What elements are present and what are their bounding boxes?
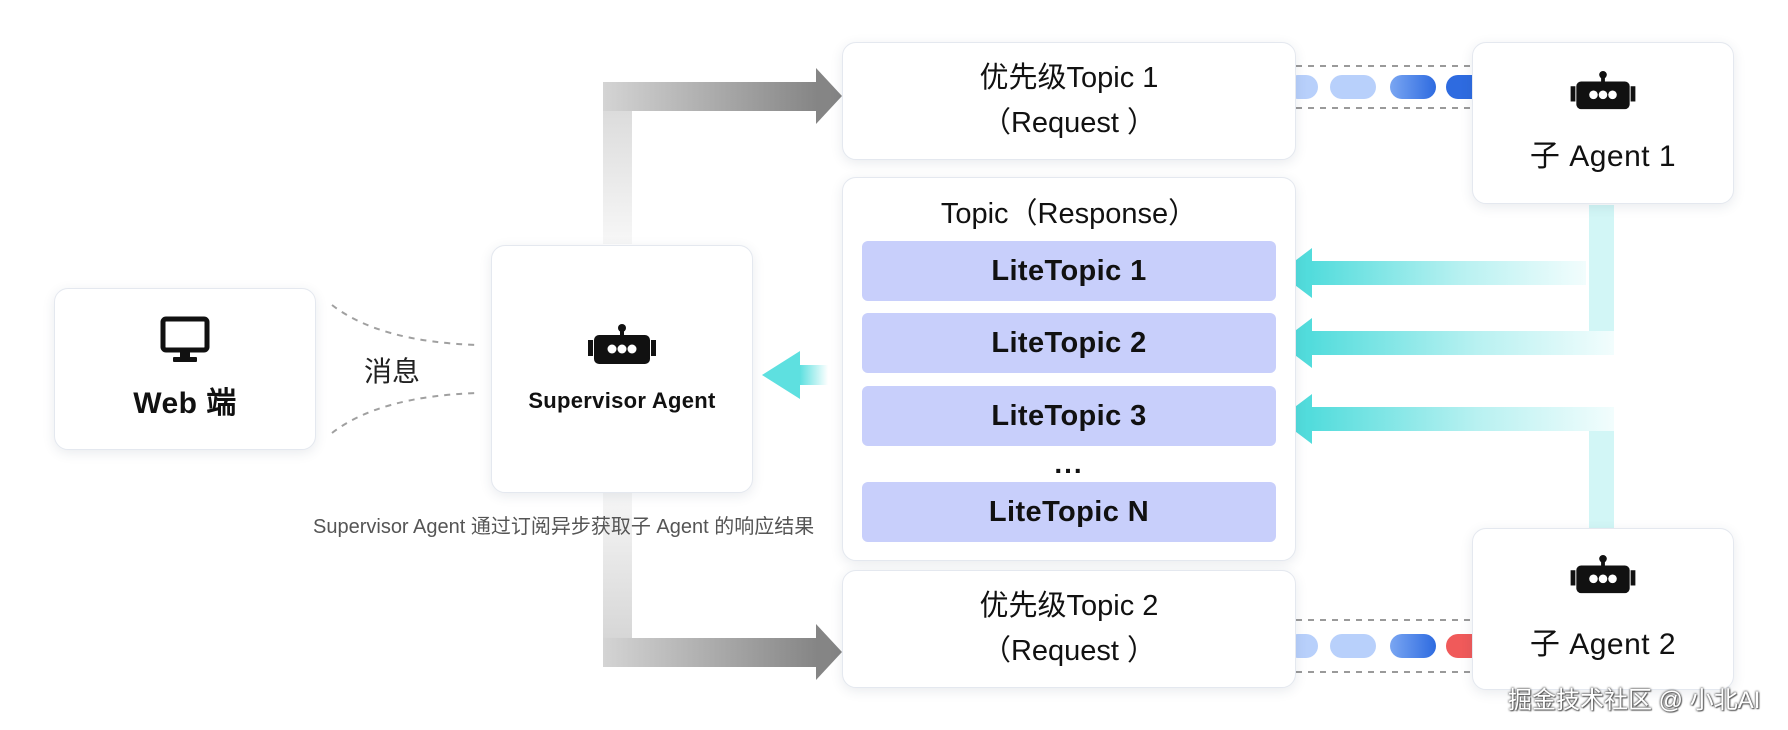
agent1-response-vertical: [1589, 205, 1614, 355]
response-arrow-small-shaft: [800, 365, 828, 385]
request-arrow-1-head: [816, 68, 842, 124]
message-label: 消息: [364, 356, 421, 387]
request-arrow-2-head: [816, 624, 842, 680]
web-client-box: Web 端: [54, 288, 316, 450]
queue2-message: [1390, 634, 1436, 658]
lite-topic-2: LiteTopic 2: [862, 313, 1276, 373]
message-curve-top: [331, 304, 479, 346]
response-arrow-3-shaft: [1310, 407, 1614, 431]
sub-agent-2-label: 子 Agent 2: [1529, 628, 1677, 661]
web-client-label: Web 端: [133, 387, 237, 420]
queue1-message: [1330, 75, 1376, 99]
supervisor-agent-label: Supervisor Agent: [528, 388, 716, 413]
priority-topic-1-box: 优先级Topic 1 （Request ）: [842, 42, 1296, 160]
lite-topic-1: LiteTopic 1: [862, 241, 1276, 301]
monitor-icon: [160, 316, 210, 362]
supervisor-agent-box: Supervisor Agent: [491, 245, 753, 493]
robot-icon: [1570, 555, 1636, 594]
supervisor-caption: Supervisor Agent 通过订阅异步获取子 Agent 的响应结果: [313, 516, 815, 538]
response-arrow-2-shaft: [1310, 331, 1614, 355]
priority-topic-1-subtitle: （Request ）: [981, 107, 1157, 139]
queue2-message: [1330, 634, 1376, 658]
request-arrow-2-vertical: [603, 490, 632, 640]
priority-topic-2-subtitle: （Request ）: [981, 635, 1157, 667]
lite-topic-ellipsis: ...: [1054, 448, 1084, 479]
sub-agent-2-box: 子 Agent 2: [1472, 528, 1734, 690]
watermark: 掘金技术社区 @ 小北AI: [1508, 687, 1761, 714]
priority-topic-1-title: 优先级Topic 1: [979, 62, 1159, 94]
sub-agent-1-box: 子 Agent 1: [1472, 42, 1734, 204]
sub-agent-1-label: 子 Agent 1: [1529, 140, 1677, 173]
response-arrow-small-head: [762, 351, 800, 399]
robot-icon: [1570, 71, 1636, 110]
response-topic-title: Topic（Response）: [940, 198, 1198, 230]
robot-icon: [588, 324, 656, 364]
response-arrow-1-shaft: [1310, 261, 1586, 285]
lite-topic-3: LiteTopic 3: [862, 386, 1276, 446]
message-curve-bottom: [331, 392, 479, 434]
lite-topic-n: LiteTopic N: [862, 482, 1276, 542]
priority-topic-2-title: 优先级Topic 2: [979, 590, 1159, 622]
request-arrow-2-horizontal: [603, 638, 818, 667]
queue1-message: [1390, 75, 1436, 99]
request-arrow-1-horizontal: [603, 82, 818, 111]
priority-topic-2-box: 优先级Topic 2 （Request ）: [842, 570, 1296, 688]
